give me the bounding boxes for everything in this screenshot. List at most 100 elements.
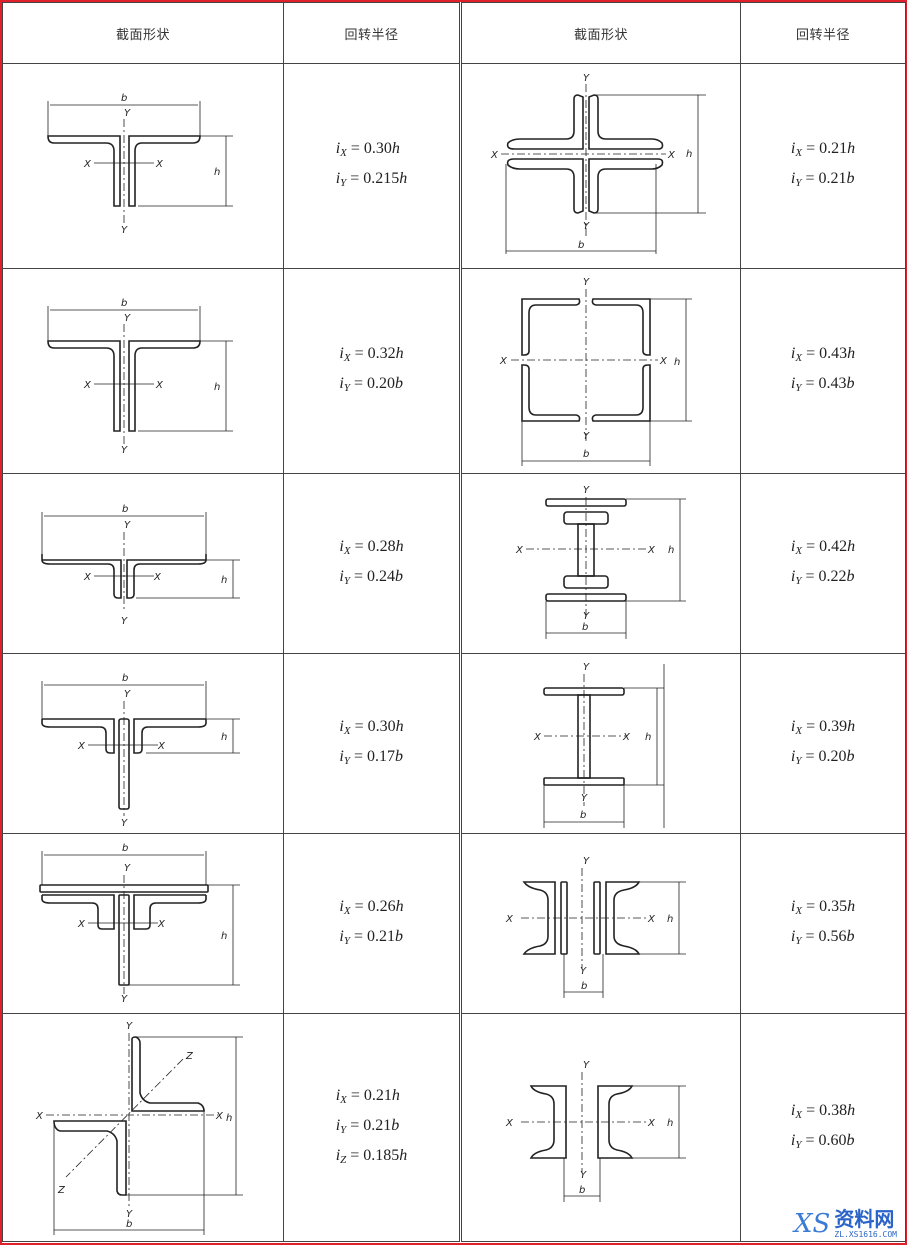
formula-block: iX = 0.21h iY = 0.21b iZ = 0.185h <box>335 1086 408 1166</box>
svg-text:Y: Y <box>121 994 128 1005</box>
svg-text:Y: Y <box>580 1170 587 1181</box>
svg-text:Y: Y <box>581 793 588 804</box>
svg-text:Y: Y <box>126 1209 133 1220</box>
svg-text:Y: Y <box>583 485 590 496</box>
svg-text:h: h <box>214 167 220 178</box>
watermark-name: 资料网 <box>834 1207 895 1231</box>
formula-cell: iX = 0.21h iY = 0.21b iZ = 0.185h <box>283 1013 462 1242</box>
svg-text:h: h <box>686 149 692 160</box>
built-up-i-diagram: Y X X h Y b <box>515 485 686 639</box>
svg-text:b: b <box>578 240 584 251</box>
formula-block: iX = 0.28h iY = 0.24b <box>339 537 404 587</box>
formula-cell: iX = 0.35h iY = 0.56b <box>740 833 906 1014</box>
svg-text:Y: Y <box>121 616 128 627</box>
svg-text:X: X <box>499 356 508 367</box>
svg-text:Y: Y <box>124 313 131 324</box>
svg-text:X: X <box>533 732 542 743</box>
svg-text:h: h <box>221 931 227 942</box>
svg-text:h: h <box>667 914 673 925</box>
svg-text:b: b <box>582 622 588 633</box>
formula-cell: iX = 0.32h iY = 0.20b <box>283 268 462 474</box>
svg-text:X: X <box>505 1118 514 1129</box>
svg-text:Y: Y <box>583 662 590 673</box>
svg-text:Y: Y <box>126 1021 133 1032</box>
svg-text:X: X <box>622 732 631 743</box>
svg-text:h: h <box>226 1113 232 1124</box>
formula-cell: iX = 0.42h iY = 0.22b <box>740 473 906 654</box>
formula-block: iX = 0.30h iY = 0.17b <box>339 717 404 767</box>
svg-text:X: X <box>77 741 86 752</box>
svg-text:X: X <box>83 159 92 170</box>
table-row: b Y X X Y h iX = 0.32h iY = 0.20b Y <box>2 268 906 474</box>
formula-cell: iX = 0.30h iY = 0.17b <box>283 653 462 834</box>
svg-text:b: b <box>583 449 589 460</box>
svg-text:Y: Y <box>121 225 128 236</box>
svg-text:X: X <box>647 914 656 925</box>
svg-text:h: h <box>668 545 674 556</box>
formula-block: iX = 0.35h iY = 0.56b <box>790 897 856 947</box>
svg-text:b: b <box>122 843 128 854</box>
svg-text:Y: Y <box>583 431 590 442</box>
svg-text:X: X <box>83 380 92 391</box>
svg-text:b: b <box>122 504 128 515</box>
formula-block: iX = 0.30h iY = 0.215h <box>335 140 408 189</box>
svg-text:X: X <box>155 380 164 391</box>
formula-block: iX = 0.42h iY = 0.22b <box>790 537 856 587</box>
formula-block: iX = 0.26h iY = 0.21b <box>339 897 404 947</box>
svg-text:Y: Y <box>124 863 131 874</box>
svg-text:b: b <box>579 1185 585 1196</box>
svg-text:Y: Y <box>580 966 587 977</box>
shape-cell: Y X X h Y b <box>460 473 741 654</box>
svg-text:b: b <box>126 1219 132 1230</box>
svg-text:h: h <box>674 357 680 368</box>
svg-text:X: X <box>215 1111 224 1122</box>
formula-cell: iX = 0.43h iY = 0.43b <box>740 268 906 474</box>
svg-text:h: h <box>221 575 227 586</box>
formula-block: iX = 0.32h iY = 0.20b <box>339 345 404 394</box>
formula-cell: iX = 0.26h iY = 0.21b <box>283 833 462 1014</box>
svg-text:X: X <box>515 545 524 556</box>
watermark: XS 资料网 ZL.XS1616.COM <box>794 1208 897 1239</box>
svg-text:Z: Z <box>57 1185 66 1196</box>
svg-text:Y: Y <box>583 73 590 84</box>
svg-text:X: X <box>35 1111 44 1122</box>
svg-text:Y: Y <box>121 445 128 456</box>
svg-text:Y: Y <box>583 611 590 622</box>
svg-text:X: X <box>153 572 162 583</box>
formula-block: iX = 0.43h iY = 0.43b <box>790 345 856 394</box>
formula-cell: iX = 0.30h iY = 0.215h <box>283 63 462 269</box>
svg-text:X: X <box>155 159 164 170</box>
svg-text:X: X <box>647 545 656 556</box>
svg-text:b: b <box>121 298 127 309</box>
header-radius-left: 回转半径 <box>283 2 462 64</box>
table-row: b Y X X Y h iX = 0.28h iY = 0.24b Y <box>2 473 906 654</box>
svg-text:X: X <box>157 919 166 930</box>
formula-cell: iX = 0.39h iY = 0.20b <box>740 653 906 834</box>
formula-cell: iX = 0.28h iY = 0.24b <box>283 473 462 654</box>
formula-block: iX = 0.38h iY = 0.60b <box>790 1101 856 1151</box>
watermark-logo-icon: XS <box>794 1208 831 1239</box>
svg-text:Y: Y <box>583 277 590 288</box>
svg-text:h: h <box>214 382 220 393</box>
svg-text:X: X <box>83 572 92 583</box>
svg-text:Y: Y <box>124 108 131 119</box>
